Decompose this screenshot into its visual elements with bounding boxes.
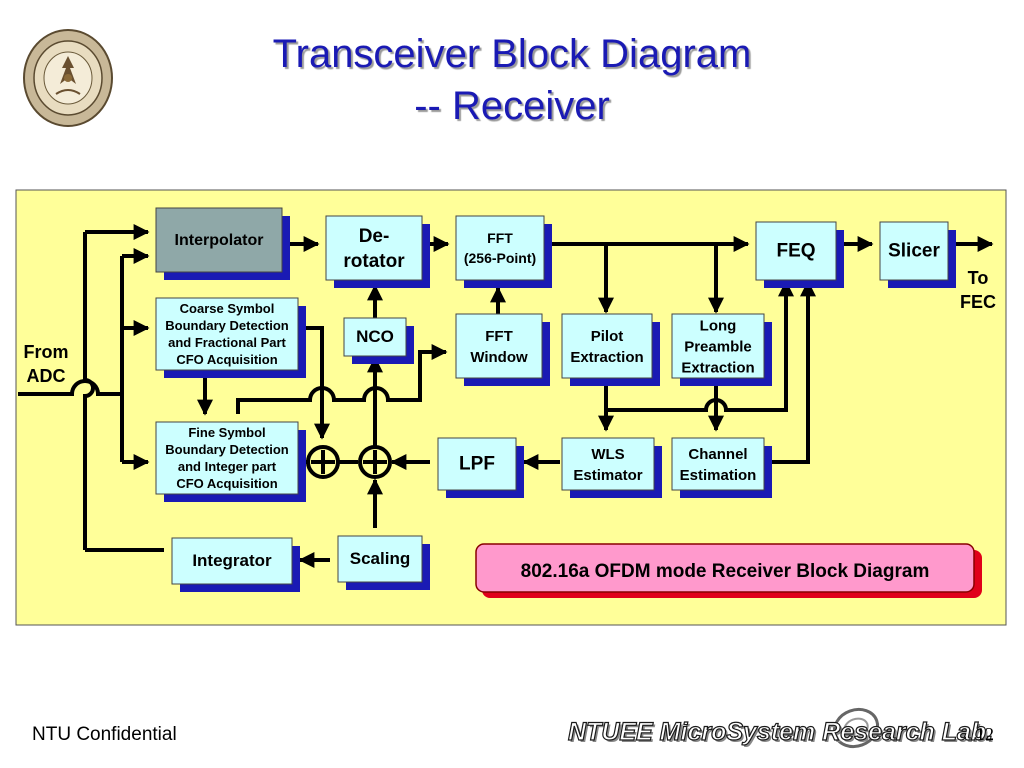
block-fine-label: Fine Symbol [188,425,265,440]
block-derotator: De-rotator [325,215,430,288]
caption-text: 802.16a OFDM mode Receiver Block Diagram [521,561,930,582]
block-feq: FEQ [755,221,844,288]
adder-2 [358,445,392,479]
footer-confidential: NTU Confidential [32,724,177,745]
block-fft-label: FFT [487,230,513,246]
block-fine-label: CFO Acquisition [176,476,277,491]
block-integrator: Integrator [171,537,300,592]
block-coarse-label: Boundary Detection [165,318,289,333]
block-fft-window: FFT Window [455,313,550,386]
block-interpolator-label: Interpolator [175,232,264,249]
block-integrator-label: Integrator [192,551,272,570]
block-slicer: Slicer [879,221,956,288]
block-wls-label: Estimator [573,467,642,484]
page-number: 12 [976,724,994,744]
block-lpf-label: LPF [459,454,495,475]
block-lpf: LPF [437,437,524,498]
output-label-line-1: To [968,268,989,288]
slide-title-line-1: Transceiver Block Diagram [272,32,752,76]
block-wls: WLS Estimator [561,437,662,498]
block-derotator-label: rotator [343,251,405,272]
block-slicer-label: Slicer [888,241,940,262]
block-pilot-label: Extraction [570,349,643,366]
adder-1 [306,445,340,479]
block-fine-label: and Integer part [178,459,277,474]
footer-lab-name: NTUEE MicroSystem Research Lab. [567,717,994,746]
block-channel-label: Channel [688,446,747,463]
block-coarse-label: Coarse Symbol [180,301,275,316]
block-long-preamble-label: Extraction [681,359,754,376]
slide-title-line-2: -- Receiver [414,84,610,128]
block-fft-window-label: FFT [485,328,513,345]
input-label-line-1: From [24,342,69,362]
block-wls-label: WLS [591,446,624,463]
block-fft: FFT (256-Point) [455,215,552,288]
block-long-preamble-label: Preamble [684,338,752,355]
block-fft-window-label: Window [470,349,528,366]
block-interpolator: Interpolator [155,207,290,280]
block-fft-label: (256-Point) [464,250,536,266]
caption-box [475,543,975,593]
output-label-line-2: FEC [960,292,996,312]
block-coarse-label: and Fractional Part [168,335,286,350]
block-feq-label: FEQ [776,241,815,262]
block-pilot-label: Pilot [591,328,624,345]
block-long-preamble-label: Long [700,317,737,334]
university-seal-icon [23,29,113,127]
block-fine-label: Boundary Detection [165,442,289,457]
block-derotator-label: De- [359,226,390,247]
block-nco-label: NCO [356,327,394,346]
block-coarse-label: CFO Acquisition [176,352,277,367]
input-label-line-2: ADC [27,366,66,386]
block-channel-label: Estimation [680,467,757,484]
block-scaling-label: Scaling [350,549,410,568]
block-nco: NCO [343,317,414,364]
lab-logo-swirl-icon [832,707,880,749]
block-scaling: Scaling [337,535,430,590]
